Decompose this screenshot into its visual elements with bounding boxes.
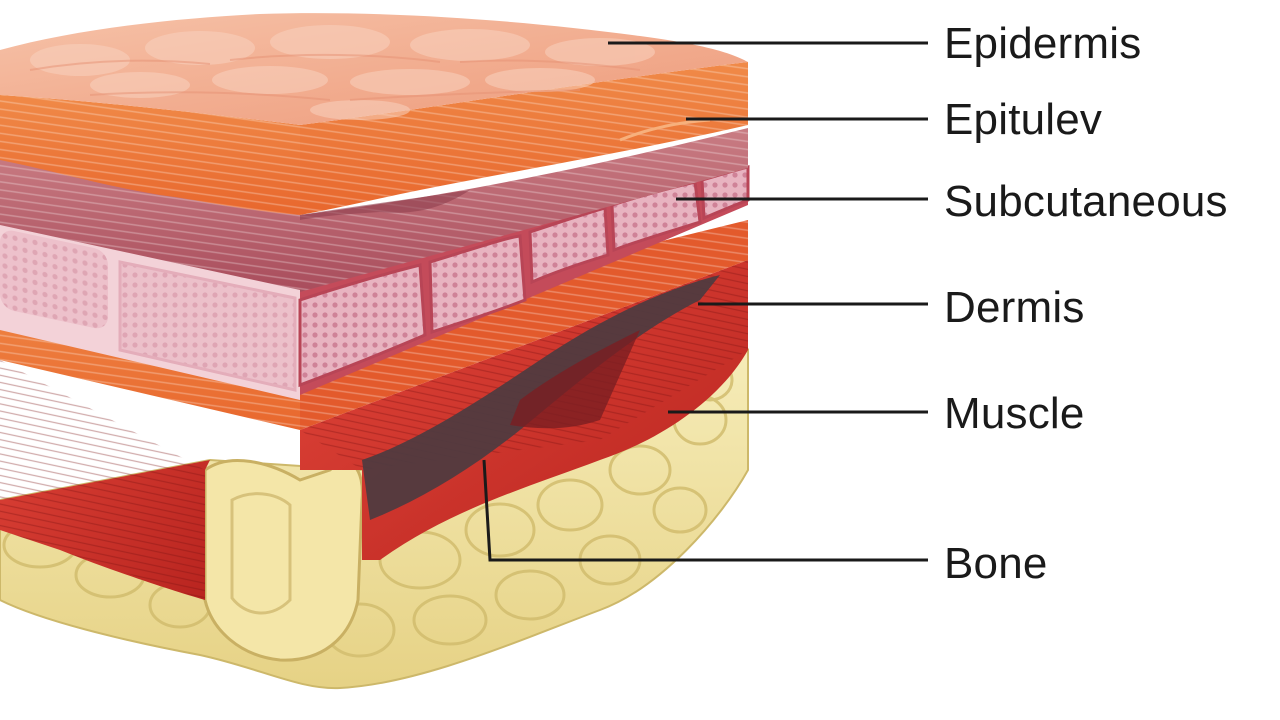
muscle-layer <box>0 260 748 600</box>
label-epidermis: Epidermis <box>944 19 1142 68</box>
label-muscle: Muscle <box>944 389 1085 438</box>
label-bone: Bone <box>944 539 1048 588</box>
dermis-layer <box>0 128 748 292</box>
label-epitulev: Epitulev <box>944 95 1103 144</box>
label-dermis: Dermis <box>944 283 1085 332</box>
subcutaneous-fat-layer <box>0 165 750 400</box>
epidermis-orange-layer <box>0 62 748 215</box>
epidermis-surface <box>0 13 748 126</box>
leader-line-bone <box>482 459 928 562</box>
leader-lines <box>482 41 928 562</box>
label-subcutaneous: Subcutaneous <box>944 177 1228 226</box>
